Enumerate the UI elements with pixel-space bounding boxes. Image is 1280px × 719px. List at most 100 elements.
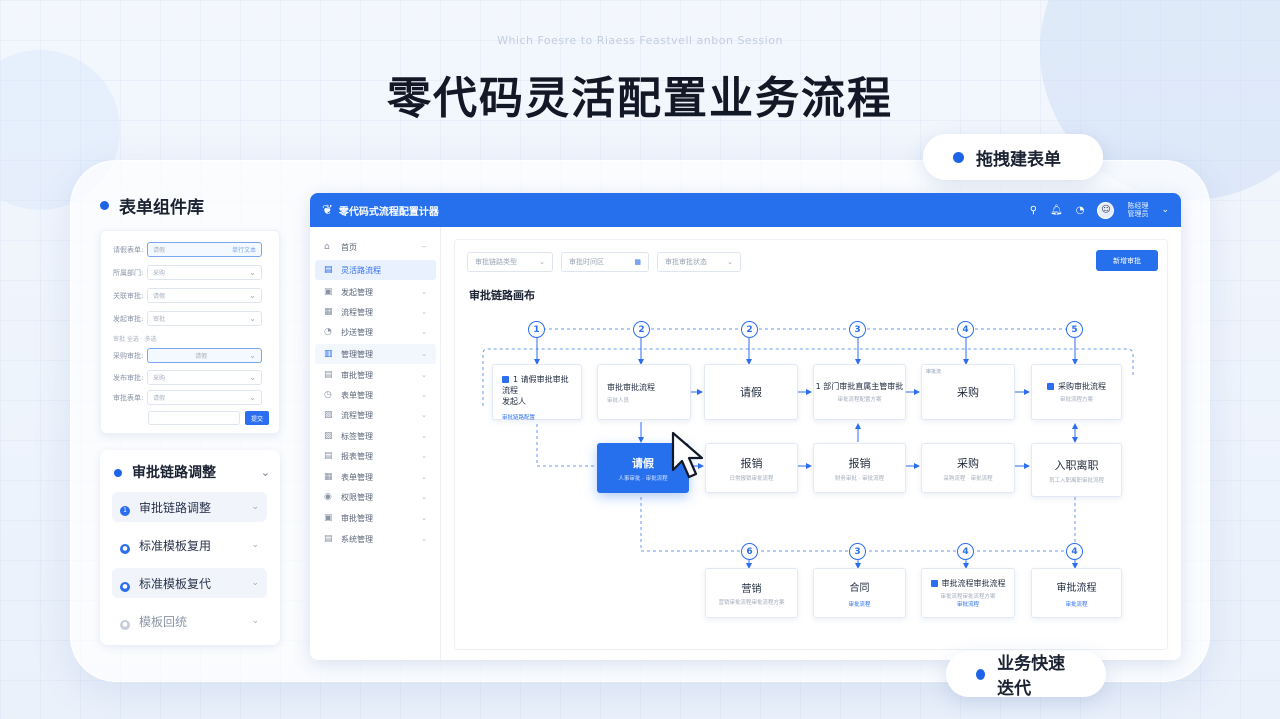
step-badge: 3 <box>849 321 866 338</box>
flow-node[interactable]: 1 部门审批直属主管审批 审批流程配置方案 <box>813 364 906 420</box>
flow-node[interactable]: 审批审批流程 审批人员 <box>597 364 691 420</box>
form-field-value: 请假 <box>195 353 208 360</box>
sidebar-item-label: 首页 <box>341 242 357 252</box>
sidebar-item[interactable]: ▤报表管理⌄ <box>315 446 436 466</box>
sidebar-item[interactable]: ▣发起管理⌄ <box>315 282 436 302</box>
node-link[interactable]: 审批链路配置 <box>502 415 536 421</box>
flow-node[interactable]: 请假 <box>704 364 798 420</box>
sidebar-item-label: 流程管理 <box>341 410 373 420</box>
form-field-select[interactable]: 采购 ⌄ <box>147 370 262 385</box>
chevron-down-icon: ⌄ <box>421 350 427 358</box>
sidebar-item-label: 灵活路流程 <box>341 265 381 275</box>
menu-icon: ◉ <box>324 492 332 502</box>
sidebar-item[interactable]: ▤审批管理⌄ <box>315 365 436 385</box>
flow-node[interactable]: 报销 日常报销审批流程 <box>705 443 798 493</box>
flow-node[interactable]: 采购审批流程 审批流程方案 <box>1031 364 1122 420</box>
menu-icon: ▦ <box>324 307 333 317</box>
adjust-item-label: 模板回统 <box>139 614 188 629</box>
sidebar-item-label: 权限管理 <box>341 492 373 502</box>
step-icon: ● <box>120 581 130 592</box>
chevron-down-icon: ⌄ <box>251 502 259 512</box>
chevron-down-icon: ⌄ <box>421 452 427 460</box>
sidebar-item-home[interactable]: ⌂首页− <box>315 237 436 257</box>
node-link[interactable]: 审批流程 <box>848 601 871 608</box>
adjust-item[interactable]: ●模板回统 ⌄ <box>112 606 267 636</box>
form-field-select[interactable]: 采购⌄ <box>147 265 262 280</box>
form-field-label: 关联审批: <box>113 291 144 300</box>
sidebar-item[interactable]: ▦流程管理⌄ <box>315 302 436 322</box>
sidebar-item-flow[interactable]: ▤ 灵活路流程 <box>315 260 436 280</box>
form-field-select[interactable]: 请假 ⌄ <box>147 348 262 363</box>
adjust-item[interactable]: ●标准模板复用 ⌄ <box>112 530 267 560</box>
node-title: 入职离职 <box>1054 458 1099 472</box>
flow-node[interactable]: 1 请假审批审批流程 发起人 审批链路配置 <box>492 364 582 421</box>
form-field-row: 关联审批: 请假⌄ <box>113 288 262 303</box>
flow-node[interactable]: 营销 营销审批流程审批流程方案 <box>705 568 798 618</box>
feature-pill-label: 业务快速迭代 <box>997 654 1066 699</box>
node-check-icon <box>1047 383 1054 390</box>
form-field-label: 采购审批: <box>113 351 144 360</box>
feature-pill-drag-form: 拖拽建表单 <box>923 134 1103 180</box>
menu-icon: ▣ <box>324 513 333 523</box>
chevron-down-icon: ⌄ <box>421 493 427 501</box>
form-field-input[interactable]: 请假单行文本 <box>147 242 262 257</box>
form-field-select[interactable]: 审批⌄ <box>147 311 262 326</box>
sidebar-item[interactable]: ▣审批管理⌄ <box>315 508 436 528</box>
sidebar-item[interactable]: ▤系统管理⌄ <box>315 529 436 549</box>
sidebar-item[interactable]: ▨标签管理⌄ <box>315 426 436 446</box>
date-filter-input[interactable]: 审批时间区▦ <box>561 252 649 272</box>
avatar[interactable]: ☺ <box>1097 201 1115 219</box>
node-subtitle: 员工入职离职审批流程 <box>1048 477 1104 484</box>
flow-icon: ▤ <box>324 265 333 275</box>
form-field-select[interactable]: 请假⌄ <box>147 288 262 303</box>
status-filter-select[interactable]: 审批审批状态⌄ <box>657 252 741 272</box>
form-field-value: 请假 <box>153 247 166 254</box>
chevron-down-icon: ⌄ <box>249 373 256 382</box>
notification-icon[interactable]: 🔔︎ <box>1050 204 1063 216</box>
sidebar-item[interactable]: ▥管理管理⌄ <box>315 344 436 364</box>
node-title: 采购审批流程 <box>1058 382 1106 391</box>
sidebar-item[interactable]: ◔抄送管理⌄ <box>315 322 436 342</box>
chevron-down-icon: ⌄ <box>249 291 256 300</box>
sidebar-item[interactable]: ▧流程管理⌄ <box>315 405 436 425</box>
chevron-down-icon: ⌄ <box>249 351 256 360</box>
form-field-select[interactable]: 请假⌄ <box>147 390 262 405</box>
node-link[interactable]: 审批流程 <box>1065 601 1088 608</box>
flow-node[interactable]: 审批流程 审批流程 <box>1031 568 1122 618</box>
chain-adjust-header[interactable]: 审批链路调整 ⌄ <box>114 462 270 482</box>
sidebar-item[interactable]: ◉ 权限管理 ⌄ <box>315 487 436 507</box>
node-title: 审批流程审批流程 <box>941 579 1006 588</box>
chevron-down-icon: ⌄ <box>421 288 427 296</box>
adjust-item-label: 审批链路调整 <box>139 500 212 515</box>
form-field-value: 请假 <box>153 395 166 402</box>
adjust-item-label: 标准模板复代 <box>139 576 212 591</box>
adjust-item[interactable]: ● 标准模板复代 ⌄ <box>112 568 267 598</box>
sidebar-item-label: 抄送管理 <box>341 327 373 337</box>
bell-icon[interactable]: ◔ <box>1075 204 1085 216</box>
location-icon[interactable]: ⚲ <box>1029 204 1038 216</box>
flow-node[interactable]: 采购 采购流程 · 审批流程 <box>921 443 1015 493</box>
flow-node[interactable]: 报销 财务审批 · 审批流程 <box>813 443 906 493</box>
flow-node[interactable]: 入职离职 员工入职离职审批流程 <box>1031 443 1122 497</box>
flow-node[interactable]: 审批流程审批流程 审批流程审批流程方案 审批流程 <box>921 568 1015 618</box>
sidebar-item[interactable]: ◷表单管理⌄ <box>315 385 436 405</box>
new-approval-button[interactable]: 新增审批 <box>1096 250 1158 271</box>
chevron-down-icon[interactable]: ⌄ <box>1161 205 1169 215</box>
sidebar-item[interactable]: ▦表单管理⌄ <box>315 467 436 487</box>
sidebar-item-label: 表单管理 <box>341 472 373 482</box>
sidebar-item-label: 审批管理 <box>341 513 373 523</box>
form-field-value: 采购 <box>153 375 166 382</box>
node-link[interactable]: 审批流程 <box>956 602 979 608</box>
chevron-down-icon: ⌄ <box>421 535 427 543</box>
form-field-row: 请假表单: 请假单行文本 <box>113 242 262 257</box>
feature-pill-label: 拖拽建表单 <box>976 149 1061 170</box>
chevron-down-icon: ⌄ <box>251 578 259 588</box>
submit-button[interactable]: 提交 <box>245 411 269 425</box>
form-field-input[interactable] <box>148 411 240 425</box>
flow-node[interactable]: 合同 审批流程 <box>813 568 906 618</box>
process-filter-select[interactable]: 审批链路类型⌄ <box>467 252 553 272</box>
menu-icon: ◷ <box>324 390 332 400</box>
user-info[interactable]: 陈经理 管理员 <box>1127 202 1148 218</box>
flow-node[interactable]: 审批流 采购 <box>921 364 1015 420</box>
